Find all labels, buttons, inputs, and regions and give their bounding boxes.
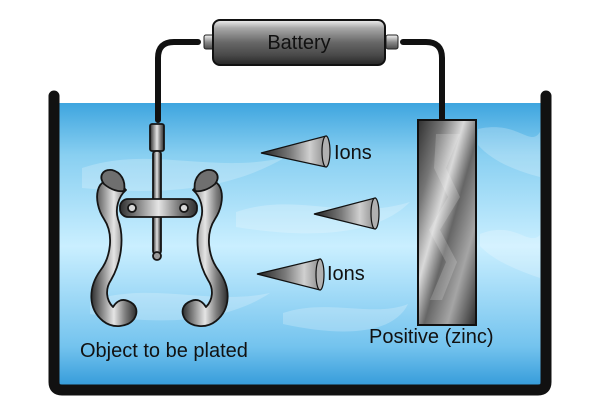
battery-body: [212, 19, 386, 66]
ions: [256, 135, 380, 291]
tool-left-arm: [90, 179, 138, 327]
tool-handle-top: [149, 123, 165, 152]
tool-right-arm: [181, 179, 229, 327]
wires: [155, 39, 445, 125]
right-wire: [400, 39, 445, 125]
zinc-electrode: [417, 119, 477, 326]
ion-middle-base: [370, 197, 380, 230]
battery-icon: Battery: [203, 19, 399, 66]
electrode-highlight: [429, 134, 460, 300]
tool-crossbar: [119, 198, 198, 218]
ions-bottom-label: Ions: [327, 263, 365, 285]
left-wire: [155, 39, 201, 123]
tank-outline: [48, 90, 552, 396]
tool-left-pin: [127, 203, 137, 213]
ion-bottom-base: [315, 258, 325, 291]
ion-top-base: [321, 135, 331, 168]
battery-label: Battery: [267, 32, 330, 54]
tool-right-pin: [179, 203, 189, 213]
tool-screw-tip: [152, 251, 162, 261]
positive-label: Positive (zinc): [369, 326, 493, 348]
ions-top-label: Ions: [334, 142, 372, 164]
object-label: Object to be plated: [80, 340, 248, 362]
tool-left-hook-top: [100, 169, 126, 193]
battery-right-cap: [385, 34, 399, 50]
tool-right-hook-top: [193, 169, 219, 193]
zinc-electrode-icon: [417, 119, 477, 326]
gear-puller-icon: [90, 123, 229, 327]
